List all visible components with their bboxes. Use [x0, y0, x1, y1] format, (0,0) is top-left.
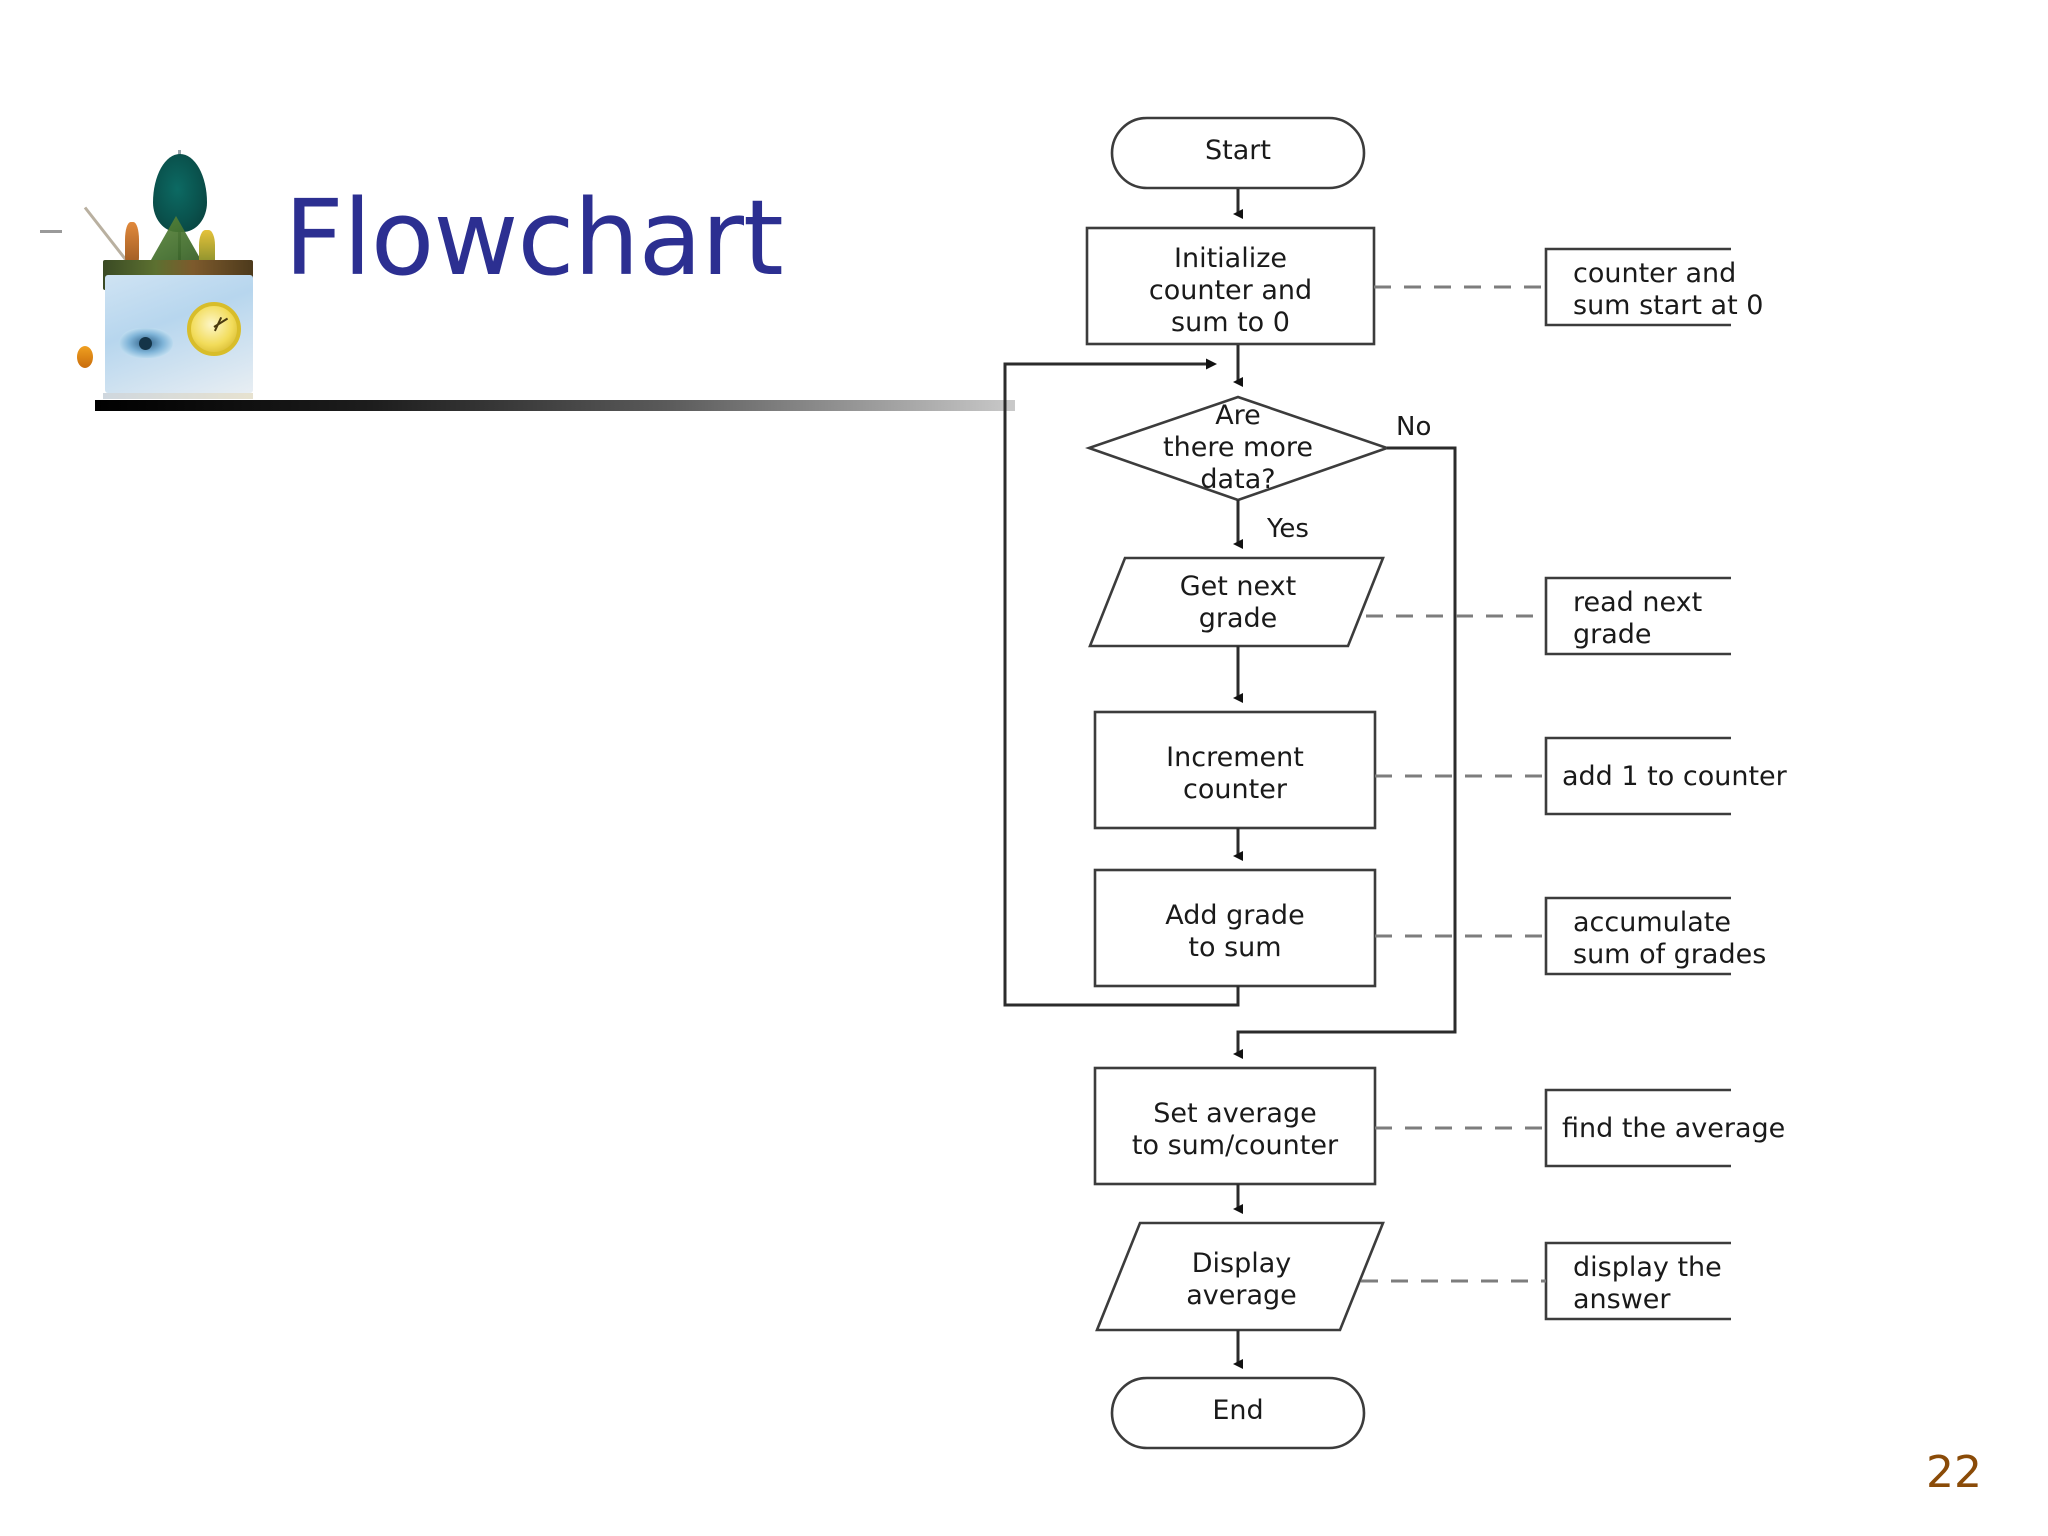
annotation-text-getgrade: read next grade	[1573, 587, 1703, 650]
page-number: 22	[1926, 1447, 1982, 1498]
node-label-display: Display average	[1186, 1248, 1297, 1311]
annotation-text-display: display the answer	[1573, 1252, 1722, 1315]
annotation-box-setaverage	[1544, 1088, 1731, 1168]
annotation-text-setaverage: find the average	[1562, 1113, 1786, 1144]
eye-icon	[119, 328, 173, 358]
node-getgrade-shape	[1088, 556, 1385, 648]
node-label-setaverage: Set average to sum/counter	[1131, 1098, 1339, 1161]
annotation-box-addgrade	[1544, 896, 1731, 976]
annotation-text-addgrade: accumulate sum of grades	[1573, 907, 1767, 970]
node-setaverage-shape	[1093, 1066, 1377, 1186]
figure-right-icon	[199, 230, 215, 268]
clock-icon	[187, 302, 241, 356]
node-increment-shape	[1093, 710, 1377, 830]
annotation-box-getgrade	[1544, 576, 1731, 656]
node-label-increment: Increment counter	[1166, 742, 1304, 805]
rod-float-icon	[77, 346, 93, 368]
node-label-getgrade: Get next grade	[1179, 571, 1297, 634]
figure-left-icon	[125, 222, 139, 266]
annotation-box-increment	[1544, 736, 1731, 816]
edge-decision-no-to-setaverage	[1233, 446, 1457, 1059]
node-label-end: End	[1212, 1395, 1264, 1426]
logo-bottom-strip	[103, 393, 253, 399]
title-underline-rule	[95, 400, 1015, 411]
annotation-text-increment: add 1 to counter	[1562, 761, 1787, 792]
branch-label-yes: Yes	[1267, 514, 1309, 544]
annotation-box-display	[1544, 1241, 1731, 1321]
node-display-shape	[1095, 1221, 1385, 1332]
logo-dash-mark	[40, 230, 62, 233]
node-end-shape	[1110, 1376, 1366, 1450]
node-addgrade-shape	[1093, 868, 1377, 988]
page-title: Flowchart	[284, 177, 784, 299]
decorative-collage-logo	[40, 150, 255, 400]
node-label-addgrade: Add grade to sum	[1165, 900, 1305, 963]
pen-nib-icon	[153, 154, 207, 232]
slide-header: Flowchart	[0, 0, 2048, 440]
edge-loopback-to-decision	[1003, 358, 1240, 1007]
